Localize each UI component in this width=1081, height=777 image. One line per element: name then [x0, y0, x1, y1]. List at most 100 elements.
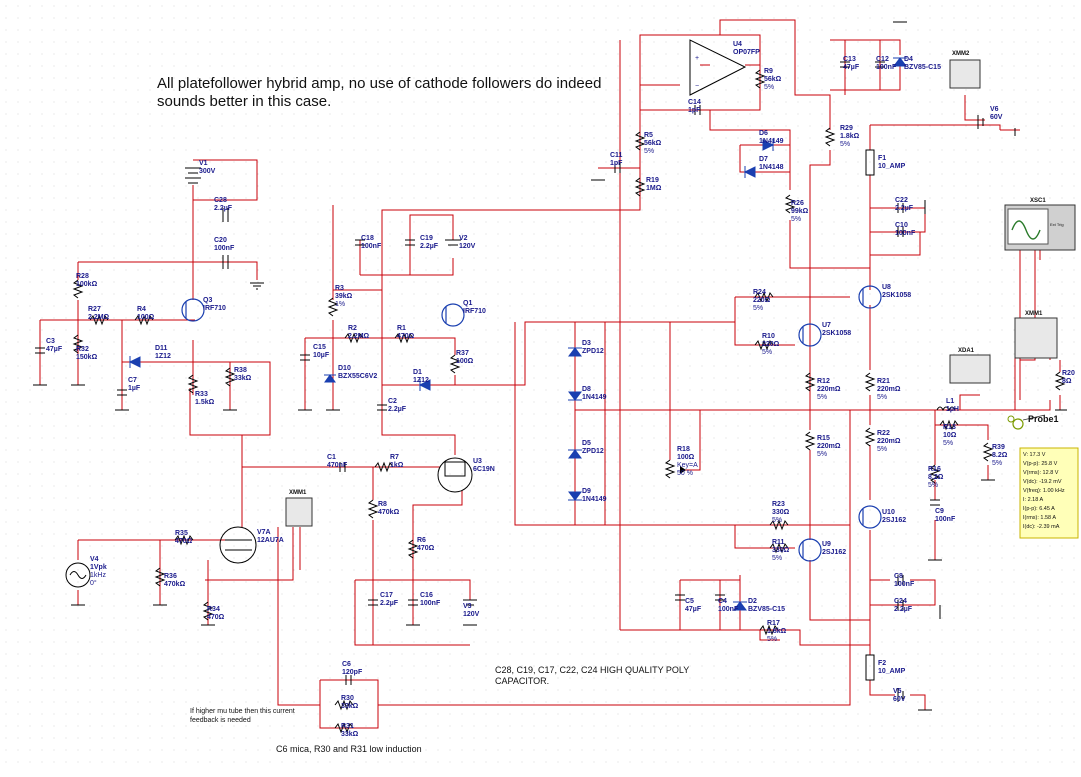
instrument-xmm2[interactable]: XMM2 [952, 51, 970, 57]
component-name: F1 [878, 155, 887, 162]
instrument-xda1[interactable]: XDA1 [958, 348, 975, 354]
instrument-probe[interactable]: Probe1 [1028, 414, 1059, 424]
instrument-xsc1[interactable]: XSC1 [1030, 198, 1046, 204]
component-value: 1N4148 [759, 164, 784, 171]
component-value: 2.2µF [388, 406, 407, 413]
component-name: R29 [840, 125, 853, 132]
instrument-xmm1[interactable]: XMM1 [1025, 311, 1043, 317]
component-name: R11 [772, 539, 785, 546]
instrument-xmm3[interactable]: XMM1 [289, 490, 307, 496]
